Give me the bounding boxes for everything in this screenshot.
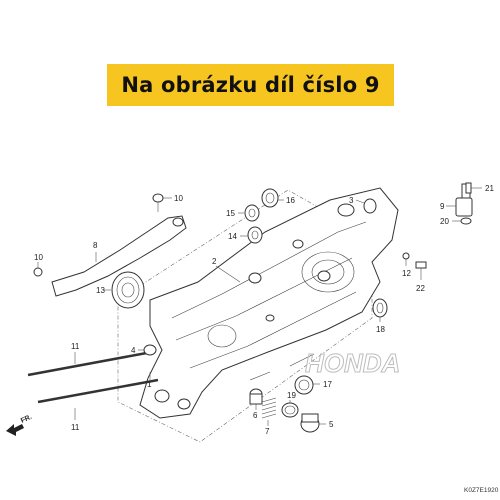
part-label-10-upper: 10 [174, 194, 183, 203]
part-label-6: 6 [253, 411, 258, 420]
collar-part-6 [249, 388, 263, 410]
part-label-2: 2 [212, 257, 217, 266]
plug-part-5 [300, 413, 326, 433]
part-label-13: 13 [96, 286, 105, 295]
long-bolt-part-11-lower [37, 378, 159, 420]
part-label-3: 3 [349, 196, 354, 205]
part-label-22: 22 [416, 284, 425, 293]
part-label-5: 5 [329, 420, 334, 429]
crankcase-shape [139, 187, 399, 419]
o-ring-part-20 [452, 217, 472, 225]
part-label-16: 16 [286, 196, 295, 205]
bracket-part-8 [51, 215, 187, 297]
bearing-part-16 [261, 188, 284, 208]
washer-part-12 [402, 252, 410, 266]
diagram-code: K0Z7E1920 [464, 487, 499, 494]
dowel-part-3 [355, 198, 377, 214]
seal-part-18 [372, 298, 388, 322]
part-label-8: 8 [93, 241, 98, 250]
bolt-part-21 [465, 182, 482, 194]
spring-part-7 [261, 397, 277, 426]
seal-part-17 [294, 375, 320, 395]
bearing-part-15 [238, 204, 260, 222]
part-label-20: 20 [440, 217, 449, 226]
banner-text: Na obrázku díl číslo 9 [121, 73, 380, 97]
part-label-15: 15 [226, 209, 235, 218]
o-ring-part-19 [281, 400, 299, 418]
part-label-21: 21 [485, 184, 494, 193]
bolt-part-10-lower [33, 262, 43, 277]
part-label-9: 9 [440, 202, 445, 211]
part-label-11-lower: 11 [71, 423, 80, 432]
bearing-part-14 [240, 226, 263, 244]
honda-watermark: HONDA [305, 348, 400, 378]
part-label-12: 12 [402, 269, 411, 278]
part-label-19: 19 [287, 391, 296, 400]
part-label-11-upper: 11 [71, 342, 80, 351]
highlight-banner: Na obrázku díl číslo 9 [107, 64, 394, 106]
part-label-17: 17 [323, 380, 332, 389]
long-bolt-part-11-upper [27, 350, 153, 377]
part-label-4: 4 [131, 346, 136, 355]
part-label-14: 14 [228, 232, 237, 241]
group-frame [117, 189, 373, 443]
bolt-part-22 [415, 261, 427, 280]
front-direction-label: FR. [20, 414, 33, 425]
bolt-part-10-upper [152, 193, 172, 212]
part-label-7: 7 [265, 427, 270, 436]
front-direction-arrow-icon [6, 424, 24, 436]
dowel-part-4 [138, 344, 157, 356]
part-label-1: 1 [147, 380, 152, 389]
part-label-18: 18 [376, 325, 385, 334]
bearing-part-13 [104, 271, 145, 309]
part-label-10-lower: 10 [34, 253, 43, 262]
